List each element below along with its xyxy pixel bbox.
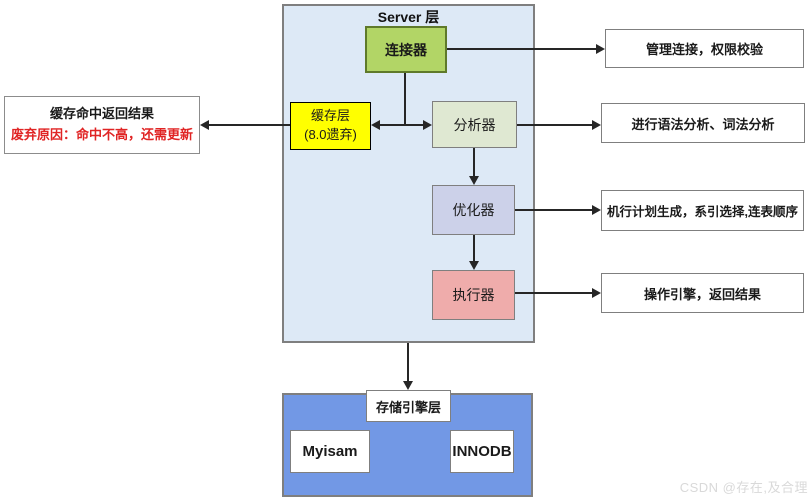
engine-myisam: Myisam <box>290 430 370 473</box>
cache-layer-label: 缓存层 <box>310 108 350 124</box>
csdn-watermark: CSDN @存在,及合理 <box>679 480 808 495</box>
arrowhead-into-executor <box>469 261 479 270</box>
server-to-storage-line <box>407 343 409 383</box>
optimizer-node: 优化器 <box>432 185 515 235</box>
cache-hit-note-line1: 缓存命中返回结果 <box>49 106 154 122</box>
analyzer-to-annotation-line <box>517 124 593 126</box>
cache-hit-note-box: 缓存命中返回结果 废弃原因：命中不高，还需更新 <box>4 96 200 154</box>
arrowhead-into-analyzer <box>423 120 432 130</box>
cache-layer-deprecated-label: (8.0遗弃) <box>304 127 357 142</box>
cache-deprecated-reason: 废弃原因：命中不高，还需更新 <box>10 127 193 142</box>
analyzer-to-optimizer-line <box>473 148 475 178</box>
arrowhead-into-annotation-1 <box>596 44 605 54</box>
optimizer-to-executor-line <box>473 235 475 262</box>
arrowhead-into-cache <box>371 120 380 130</box>
cache-analyzer-line <box>378 124 425 126</box>
connector-node: 连接器 <box>365 26 447 73</box>
storage-engine-layer-title: 存储引擎层 <box>366 390 451 422</box>
connector-to-annotation-line <box>447 48 597 50</box>
annotation-analyzer: 进行语法分析、词法分析 <box>601 103 805 143</box>
arrowhead-into-note <box>200 120 209 130</box>
arrowhead-into-storage <box>403 381 413 390</box>
arrowhead-into-optimizer <box>469 176 479 185</box>
arrowhead-into-annotation-2 <box>592 120 601 130</box>
annotation-executor: 操作引擎，返回结果 <box>601 273 804 313</box>
executor-to-annotation-line <box>515 292 593 294</box>
cache-to-note-line <box>207 124 290 126</box>
analyzer-node: 分析器 <box>432 101 517 148</box>
cache-layer-node: 缓存层 (8.0遗弃) <box>290 102 371 150</box>
engine-innodb: INNODB <box>450 430 514 473</box>
optimizer-to-annotation-line <box>515 209 593 211</box>
arrowhead-into-annotation-4 <box>592 288 601 298</box>
executor-node: 执行器 <box>432 270 515 320</box>
connector-down-line <box>404 73 406 125</box>
annotation-optimizer: 机行计划生成，系引选择,连表顺序 <box>601 190 804 231</box>
annotation-connector: 管理连接，权限校验 <box>605 29 804 68</box>
arrowhead-into-annotation-3 <box>592 205 601 215</box>
server-layer-title: Server 层 <box>377 9 440 25</box>
